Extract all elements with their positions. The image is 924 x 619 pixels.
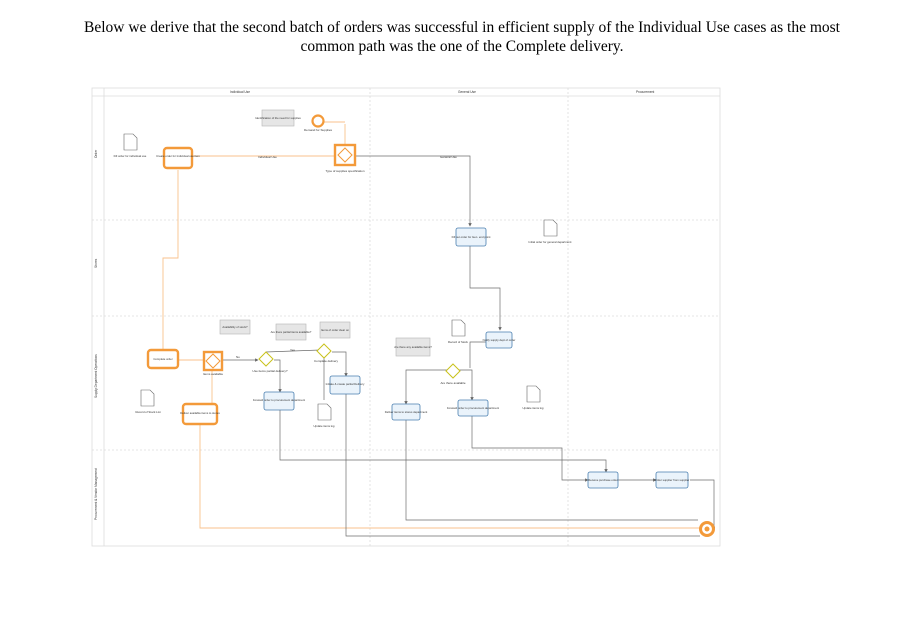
task-order-supplier: Order supplier from supplier (655, 471, 690, 489)
task-complete-order: Complete order (146, 348, 180, 370)
task-complete-order-label: Complete order (153, 357, 172, 361)
annotation-availability-check: Availability of stock? (219, 319, 251, 335)
doc-order-for-individual: Fill order for individual use (114, 133, 147, 158)
task-notify-supply: Notify supply dept of order (483, 331, 516, 349)
task-fill-order-general: Fill out order for Gen. end point (452, 227, 491, 247)
lane-label-stores: Stores (94, 258, 98, 268)
task-deliver-items-label: Deliver items to stores department (385, 410, 428, 414)
column-header-procurement: Procurement (636, 90, 654, 94)
annotation-check-partial: Are there partial items available? (271, 323, 312, 341)
end-event (699, 521, 715, 537)
annotation-partial-label: Are there partial items available? (271, 330, 312, 334)
lane-label-supply: Supply Department Operations (94, 354, 98, 398)
gateway-items-available: Items available (202, 350, 223, 376)
gateway-availability-label: Are there available (440, 381, 465, 385)
caption: Below we derive that the second batch of… (20, 18, 904, 56)
task-forward-order-label: Forward order to procurement department (253, 398, 305, 402)
annotation-items-of-order: Items of order clear on (319, 321, 351, 339)
doc-stock-list: Record of Stock List (135, 389, 161, 414)
task-receive-purchase-order: Receive purchase order (587, 471, 619, 489)
column-header-general: General Use (458, 90, 476, 94)
flow-label-no: No (236, 355, 240, 359)
task-create-order-label: Create order for Individual use item (156, 154, 200, 158)
gateway-availability: Are there available (440, 363, 466, 385)
annotation-any-items: Are there any available items? (394, 337, 432, 357)
task-initiate-partial-label: Initiate & create partial Delivery (326, 382, 365, 386)
task-deliver-items-stores: Deliver items to stores department (385, 403, 428, 421)
gateway-complete-label: Complete delivery (314, 359, 339, 363)
column-header-individual: Individual Use (230, 90, 250, 94)
start-event-label: Demand for Supplies (304, 128, 333, 132)
gateway-type-of-use: Type of supplies specification (325, 143, 365, 173)
highlighted-path (162, 121, 700, 529)
task-receive-purchase-label: Receive purchase order (588, 478, 618, 482)
flow-label-yes: Yes (290, 348, 295, 352)
doc-order-general-label: Initial order for general department (529, 240, 572, 244)
task-notify-supply-label: Notify supply dept of order (483, 338, 516, 342)
task-deliver-available-label: Deliver available items to stores (180, 411, 220, 415)
annotation-availability-label: Availability of stock? (222, 325, 248, 329)
doc-stock-log: Update items log (314, 403, 335, 428)
annotation-items-label: Items of order clear on (321, 328, 349, 332)
lane-label-procurement: Procurement & Vendor Management (94, 468, 98, 520)
lane-label-order: Order (94, 149, 98, 158)
annotation-identification-label: Identification of the need for supplies (255, 116, 301, 120)
doc-stock-list-label: Record of Stock List (135, 410, 160, 414)
task-forward-procurement-label: Forward order to procurement department (447, 406, 499, 410)
annotation-identification: Identification of the need for supplies (255, 109, 301, 127)
task-fill-order-label: Fill out order for Gen. end point (452, 235, 491, 239)
doc-order-individual-label: Fill order for individual use (114, 154, 147, 158)
task-forward-order-procurement: Forward order to procurement department (253, 391, 305, 411)
gateway-type-label: Type of supplies specification (325, 169, 364, 173)
annotation-any-items-label: Are there any available items? (394, 345, 432, 349)
task-initiate-partial-delivery: Initiate & create partial Delivery (326, 375, 365, 395)
gateway-complete-delivery: Complete delivery (314, 343, 339, 363)
gateway-partial-delivery: Use items partial delivery? (252, 351, 288, 373)
flow-label-general-use: General Use (440, 155, 457, 159)
task-create-order-individual: Create order for Individual use item (156, 146, 201, 170)
doc-order-general: Initial order for general department (529, 219, 572, 244)
caption-line-1: Below we derive that the second batch of… (84, 19, 840, 36)
task-forward-procurement-dept: Forward order to procurement department (447, 399, 499, 417)
task-deliver-available: Deliver available items to stores (180, 402, 220, 426)
start-event: Demand for Supplies (304, 114, 333, 132)
task-order-supplier-label: Order supplier from supplier (655, 478, 690, 482)
doc-update-log: Update items log (523, 385, 544, 410)
gateway-partial-label: Use items partial delivery? (252, 369, 288, 373)
caption-line-2: common path was the one of the Complete … (300, 38, 624, 55)
doc-stock-log-label: Update items log (314, 424, 335, 428)
flow-label-individual-use: Individual Use (258, 155, 277, 159)
doc-general-log-label: Record of Stock (448, 340, 468, 344)
gateway-items-label: Items available (203, 372, 223, 376)
doc-update-log-label: Update items log (523, 406, 544, 410)
doc-general-log: Record of Stock (448, 319, 469, 344)
